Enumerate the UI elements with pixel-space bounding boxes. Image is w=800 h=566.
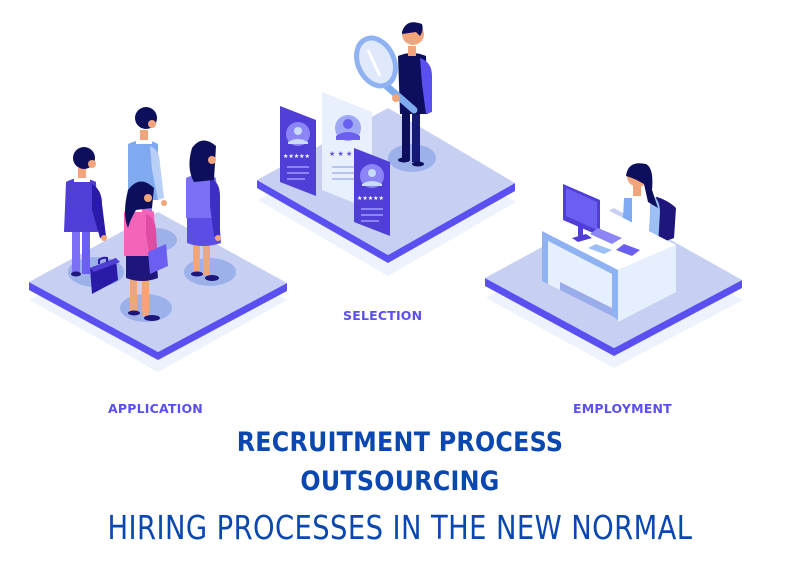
applicant-man-left bbox=[64, 147, 107, 277]
recruiter-with-magnifier bbox=[354, 22, 432, 167]
applicant-woman-front bbox=[124, 181, 168, 321]
briefcase-icon bbox=[90, 256, 120, 294]
svg-text:★★★★★: ★★★★★ bbox=[283, 153, 310, 160]
computer-monitor-icon bbox=[563, 184, 640, 256]
heading-line-2: OUTSOURCING bbox=[300, 466, 500, 497]
heading-line-3: HIRING PROCESSES IN THE NEW NORMAL bbox=[107, 508, 693, 547]
application-platform bbox=[29, 107, 287, 372]
heading-line-1: RECRUITMENT PROCESS bbox=[236, 427, 564, 458]
resume-card-icon: ★★★★★ bbox=[280, 106, 316, 196]
stage-label-employment: EMPLOYMENT bbox=[573, 401, 672, 416]
employment-platform bbox=[485, 163, 743, 368]
applicant-woman-right bbox=[186, 140, 221, 281]
selection-platform: ★ ★ ★ ★★★★★ ★★★★★ bbox=[257, 22, 516, 276]
resume-card-icon: ★★★★★ bbox=[354, 148, 390, 236]
stage-label-application: APPLICATION bbox=[108, 401, 203, 416]
star-rating-icon: ★★★★★ bbox=[357, 195, 384, 202]
clipboard-icon bbox=[148, 244, 168, 274]
stage-label-selection: SELECTION bbox=[343, 308, 423, 323]
svg-text:★★★★★: ★★★★★ bbox=[357, 195, 384, 202]
svg-text:★ ★ ★: ★ ★ ★ bbox=[329, 150, 352, 158]
star-rating-icon: ★ ★ ★ bbox=[329, 150, 352, 158]
star-rating-icon: ★★★★★ bbox=[283, 153, 310, 160]
platform-top bbox=[29, 212, 287, 352]
